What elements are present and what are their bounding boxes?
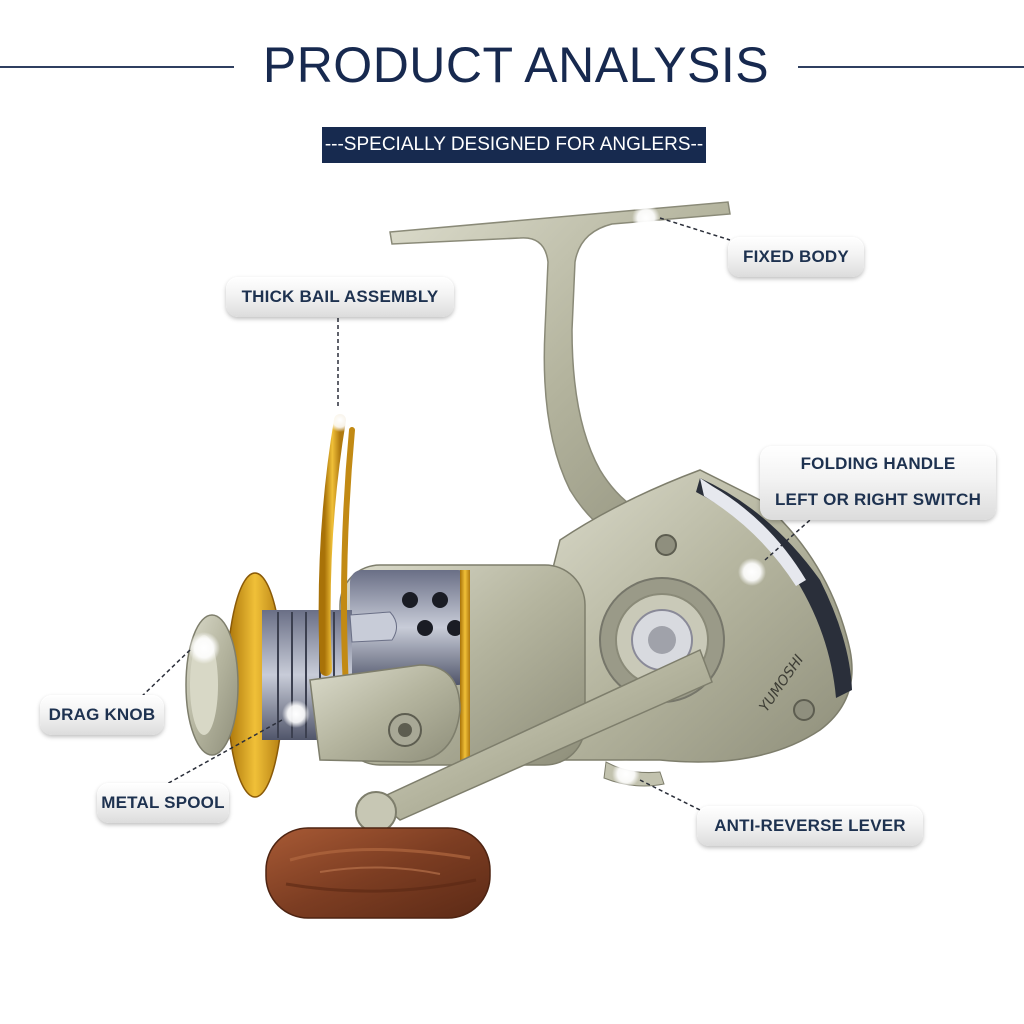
handle-arm <box>355 648 713 833</box>
callout-folding-handle-line2: LEFT OR RIGHT SWITCH <box>774 490 982 509</box>
bail-wire <box>318 414 355 693</box>
callout-metal-spool: METAL SPOOL <box>97 783 229 823</box>
callout-fixed-body: FIXED BODY <box>728 237 864 277</box>
title-divider-left <box>0 66 234 68</box>
callout-drag-knob: DRAG KNOB <box>40 695 164 735</box>
callout-folding-handle-line1: FOLDING HANDLE <box>800 454 956 473</box>
callout-folding-handle: FOLDING HANDLE LEFT OR RIGHT SWITCH <box>760 446 996 520</box>
bail-arm <box>309 611 461 763</box>
callout-leader-lines <box>137 217 811 811</box>
callout-highlight-dots <box>188 204 766 788</box>
page-title: PRODUCT ANALYSIS <box>262 37 770 93</box>
title-divider-right <box>798 66 1024 68</box>
page-subtitle: ---SPECIALLY DESIGNED FOR ANGLERS--- <box>322 127 706 191</box>
wooden-handle-knob <box>265 827 491 919</box>
callout-anti-reverse-lever: ANTI-REVERSE LEVER <box>697 806 923 846</box>
callout-thick-bail-assembly: THICK BAIL ASSEMBLY <box>226 277 454 317</box>
